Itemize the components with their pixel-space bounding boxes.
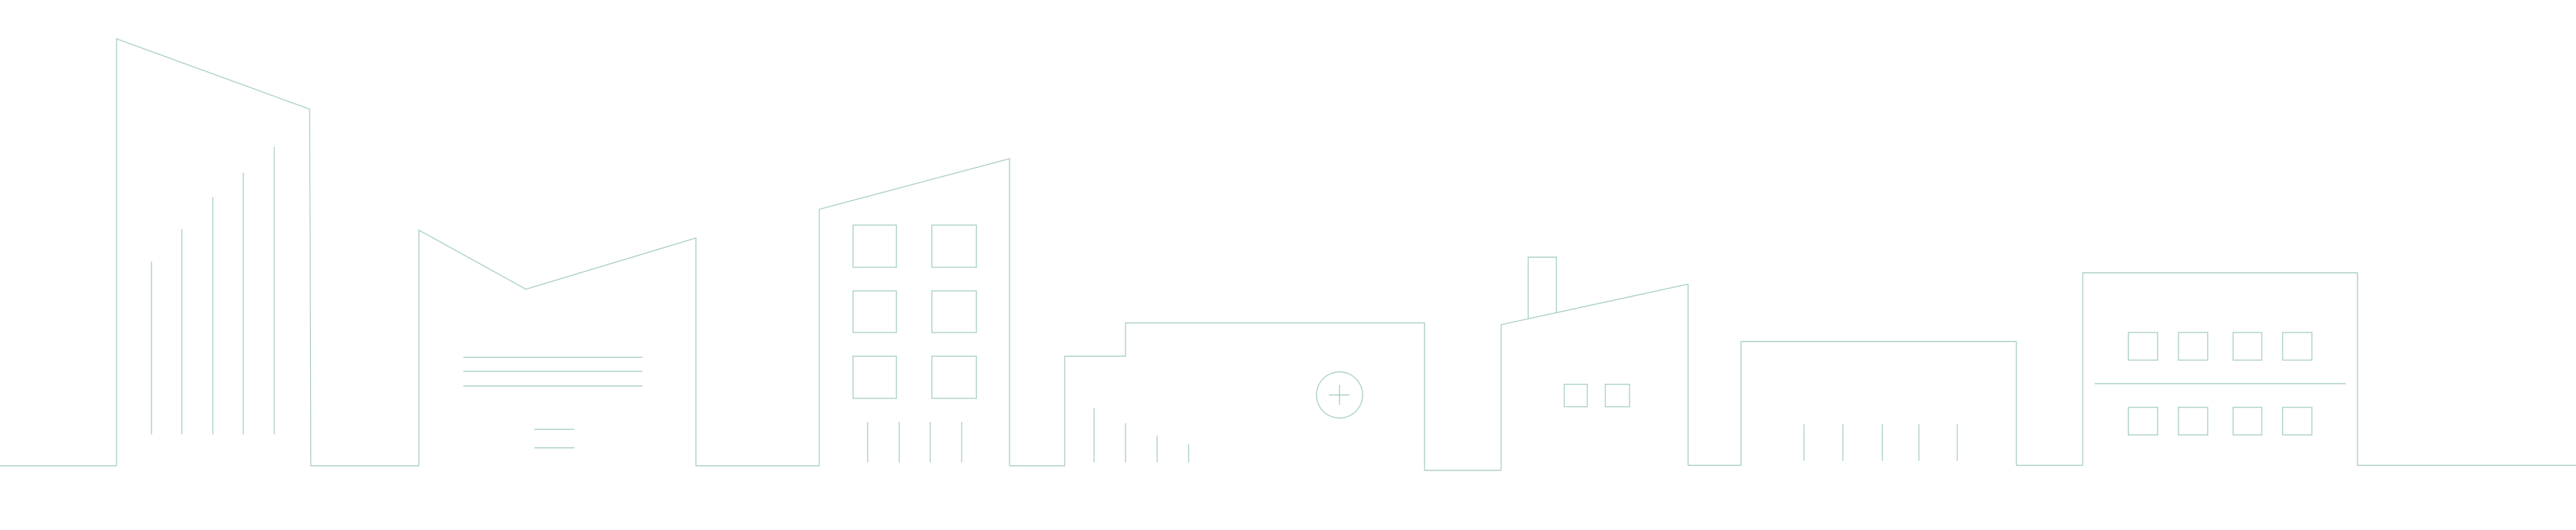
tall-tower-outline <box>116 38 311 466</box>
window <box>852 290 897 333</box>
m-roof-building-lines <box>463 357 642 448</box>
window <box>931 290 977 333</box>
factory-building-outline <box>1501 284 1689 470</box>
chimney <box>1528 257 1557 319</box>
window <box>2233 332 2262 361</box>
factory-window <box>1564 384 1588 407</box>
office-windows <box>2095 332 2346 435</box>
window <box>852 224 897 268</box>
window <box>931 356 977 399</box>
window <box>2128 407 2158 435</box>
warehouse-building-outline <box>1740 341 2017 465</box>
window <box>2128 332 2158 361</box>
window <box>931 224 977 268</box>
window <box>2178 332 2208 361</box>
medical-emblem-circle <box>1316 371 1363 419</box>
hospital-details <box>1093 371 1363 462</box>
office-building-outline <box>2082 272 2576 466</box>
medical-cross-icon <box>1316 371 1363 419</box>
m-roof-building-outline <box>418 229 697 466</box>
factory-window <box>1605 384 1630 407</box>
warehouse-door-lines <box>1803 424 1958 461</box>
hospital-building-outline <box>1064 322 1501 471</box>
window <box>852 356 897 399</box>
apartment-building-outline <box>819 158 1010 466</box>
skyline-lines <box>0 38 2576 471</box>
window <box>2233 407 2262 435</box>
window <box>2282 407 2312 435</box>
tall-tower-stripes <box>151 147 275 434</box>
apartment-windows <box>852 224 977 462</box>
window <box>2282 332 2312 361</box>
window <box>2178 407 2208 435</box>
